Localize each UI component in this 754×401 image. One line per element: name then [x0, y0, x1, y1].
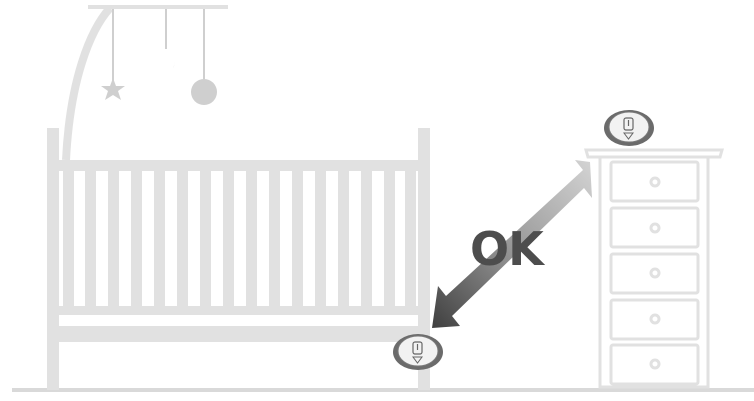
- sensor-device-crib-icon: [393, 334, 443, 370]
- sensor-device-top-icon: [604, 110, 654, 146]
- ball-icon: [191, 79, 217, 105]
- crib-icon: [47, 128, 430, 390]
- moon-icon: [142, 48, 175, 79]
- dresser-icon: [586, 150, 722, 387]
- distance-ok-label: OK: [470, 222, 543, 276]
- mobile-icon: [66, 5, 228, 160]
- floor-line: [12, 388, 754, 392]
- star-icon: [101, 78, 125, 100]
